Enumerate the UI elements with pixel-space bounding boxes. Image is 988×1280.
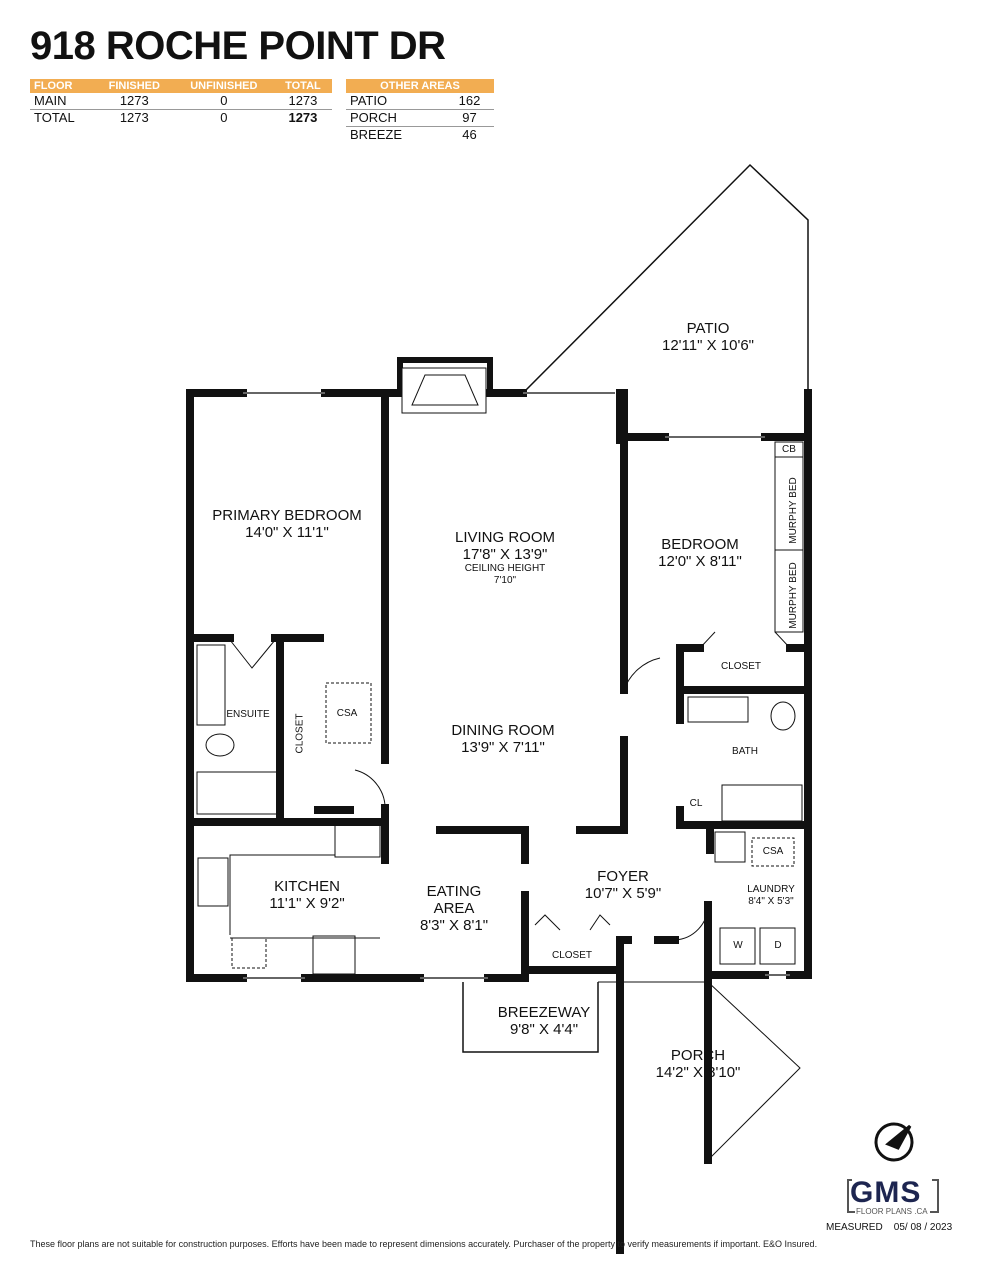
cell: 1273	[288, 110, 318, 125]
col-header: FLOOR	[30, 79, 95, 93]
room-name: EATING	[426, 883, 482, 900]
room-name: PRIMARY BEDROOM	[212, 507, 362, 524]
cell: 46	[462, 127, 477, 142]
ceiling-height-value: 7'10"	[493, 575, 517, 586]
cell: TOTAL	[34, 110, 75, 125]
room-dim: 8'3" X 8'1"	[419, 917, 489, 934]
table-row: BREEZE 46	[346, 127, 494, 144]
north-compass-icon	[874, 1122, 914, 1162]
bath-label: BATH	[732, 746, 758, 757]
cb-label: CB	[782, 444, 796, 455]
cell: BREEZE	[350, 127, 403, 142]
windows	[243, 392, 790, 979]
room-name: LAUNDRY	[747, 884, 795, 895]
room-dim: 12'11" X 10'6"	[662, 337, 754, 354]
cell: 1273	[119, 110, 149, 125]
csa-label: CSA	[336, 708, 358, 719]
cell: 162	[445, 93, 494, 110]
room-dim: 9'8" X 4'4"	[509, 1021, 579, 1038]
walls	[186, 357, 812, 1254]
dryer-label: D	[774, 940, 782, 951]
cell: 1273	[94, 93, 174, 110]
closet-label: CLOSET	[720, 661, 762, 672]
room-dim: 14'2" X 8'10"	[655, 1064, 741, 1081]
room-name: AREA	[433, 900, 475, 917]
ceiling-height-label: CEILING HEIGHT	[464, 563, 546, 574]
cell: 0	[173, 93, 274, 110]
logo-bracket-icon	[847, 1179, 939, 1213]
room-name: BEDROOM	[661, 536, 739, 553]
table-row: TOTAL 1273 0 1273	[30, 110, 332, 127]
room-dim: 11'1" X 9'2"	[269, 895, 345, 912]
cell: PORCH	[346, 109, 445, 127]
closet-label: CL	[689, 798, 703, 809]
col-header: OTHER AREAS	[346, 79, 494, 93]
col-header: TOTAL	[273, 79, 332, 93]
closet-label: CLOSET	[294, 713, 306, 754]
cell: 0	[220, 110, 228, 125]
room-name: KITCHEN	[274, 878, 340, 895]
room-dim: 17'8" X 13'9"	[462, 546, 548, 563]
room-dim: 14'0" X 11'1"	[245, 524, 329, 541]
room-name: PATIO	[686, 320, 730, 337]
room-name: BREEZEWAY	[497, 1004, 591, 1021]
cell: 97	[445, 109, 494, 127]
room-name: LIVING ROOM	[454, 529, 556, 546]
page-title: 918 ROCHE POINT DR	[30, 24, 446, 68]
room-name: DINING ROOM	[451, 722, 555, 739]
csa-label: CSA	[762, 846, 784, 857]
room-dim: 12'0" X 8'11"	[658, 553, 742, 570]
cell: 1273	[273, 93, 332, 110]
cell: PATIO	[346, 93, 445, 110]
murphy-bed-label: MURPHY BED	[787, 562, 799, 629]
fixtures	[196, 367, 804, 975]
cell: MAIN	[30, 93, 95, 110]
room-dim: 8'4" X 5'3"	[748, 896, 794, 907]
murphy-bed-label: MURPHY BED	[787, 477, 799, 544]
gms-logo: GMS	[850, 1176, 922, 1209]
measured-date: MEASURED 05/ 08 / 2023	[826, 1222, 953, 1233]
room-dim: 10'7" X 5'9"	[584, 885, 662, 902]
disclaimer: These floor plans are not suitable for c…	[30, 1239, 818, 1249]
ensuite-label: ENSUITE	[226, 709, 270, 720]
closet-label: CLOSET	[551, 950, 593, 961]
washer-label: W	[733, 940, 743, 951]
col-header: FINISHED	[94, 79, 174, 93]
col-header: UNFINISHED	[173, 79, 274, 93]
room-name: PORCH	[670, 1047, 726, 1064]
room-dim: 13'9" X 7'11"	[461, 739, 545, 756]
room-name: FOYER	[597, 868, 649, 885]
gms-logo-sub: FLOOR PLANS .CA	[856, 1207, 928, 1216]
